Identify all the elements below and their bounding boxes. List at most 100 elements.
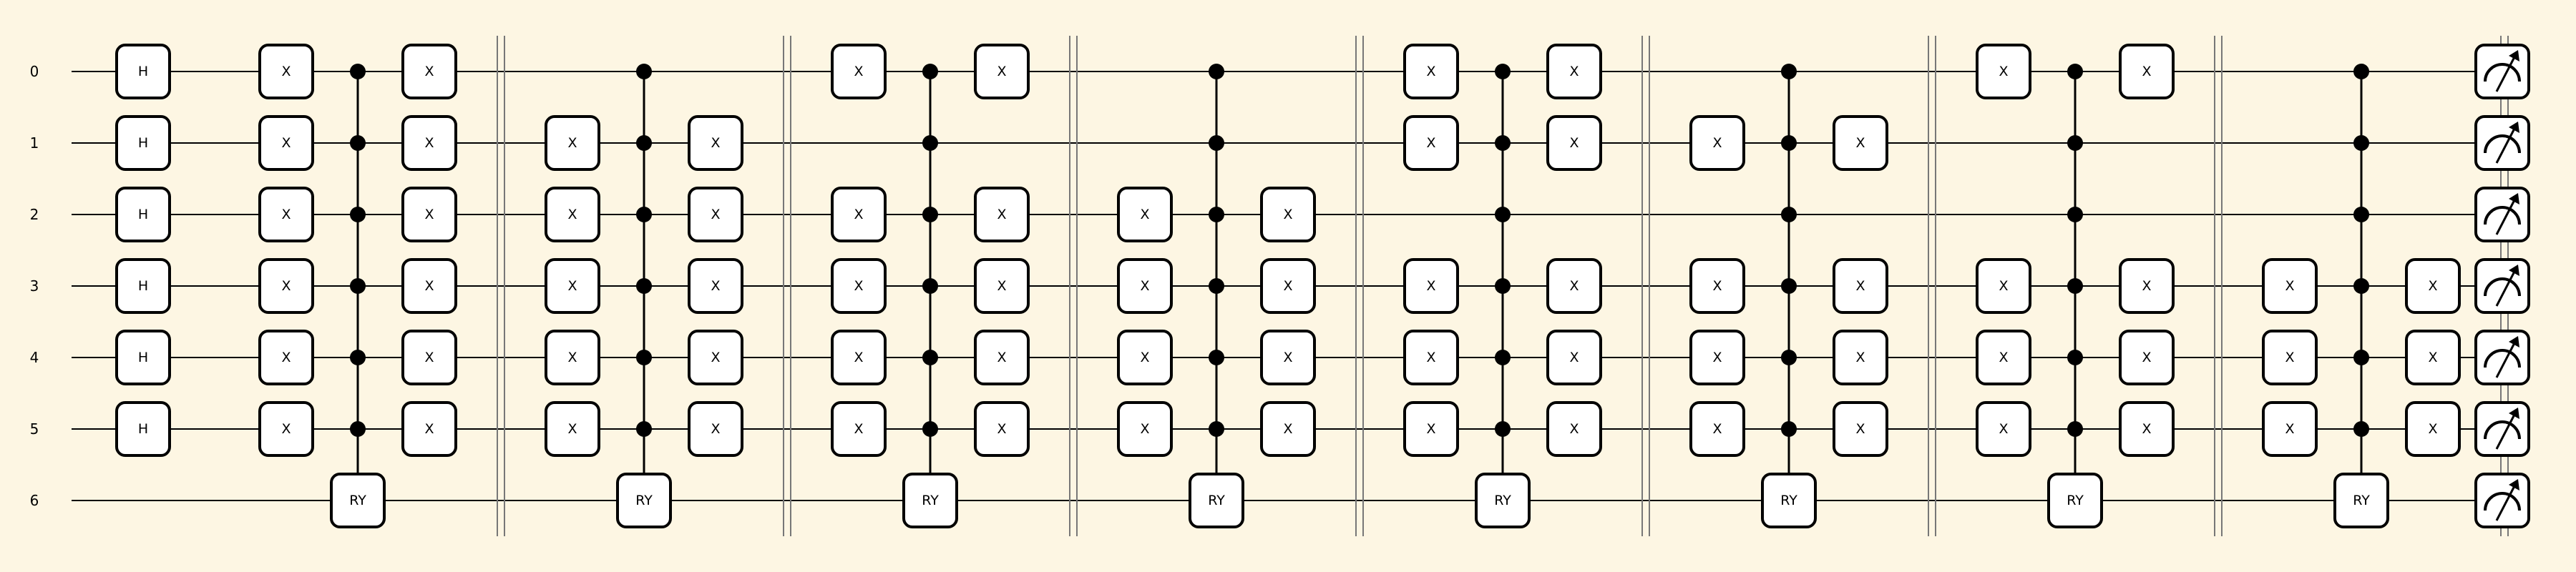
x-gate-block2-pre-wire-0: X: [831, 44, 887, 99]
x-gate-block2-pre-wire-4-label: X: [854, 350, 863, 365]
x-gate-block2-pre-wire-5: X: [831, 401, 887, 457]
x-gate-block6-post-wire-3: X: [2119, 258, 2175, 314]
x-gate-block4-post-wire-5-label: X: [1569, 421, 1579, 437]
control-dot-block4-wire-5: [1495, 421, 1511, 437]
control-dot-block6-wire-3: [2067, 278, 2083, 294]
x-gate-block0-pre-wire-0: X: [258, 44, 314, 99]
x-gate-block0-pre-wire-2: X: [258, 187, 314, 242]
x-gate-block4-post-wire-1-label: X: [1569, 135, 1579, 151]
x-gate-block3-post-wire-4: X: [1260, 330, 1316, 385]
x-gate-block6-pre-wire-0: X: [1976, 44, 2031, 99]
x-gate-block4-pre-wire-5-label: X: [1426, 421, 1435, 437]
ry-gate-block-3: RY: [1189, 473, 1244, 528]
h-gate-wire-4: H: [115, 330, 171, 385]
x-gate-block2-pre-wire-3: X: [831, 258, 887, 314]
h-gate-wire-0: H: [115, 44, 171, 99]
x-gate-block1-pre-wire-4-label: X: [567, 350, 577, 365]
measure-box-wire-3: [2474, 258, 2530, 314]
x-gate-block6-post-wire-5: X: [2119, 401, 2175, 457]
control-dot-block6-wire-0: [2067, 64, 2083, 79]
x-gate-block3-pre-wire-4-label: X: [1140, 350, 1149, 365]
x-gate-block0-post-wire-2: X: [401, 187, 457, 242]
control-dot-block6-wire-2: [2067, 207, 2083, 222]
x-gate-block7-post-wire-4-label: X: [2428, 350, 2437, 365]
x-gate-block0-pre-wire-5-label: X: [281, 421, 291, 437]
x-gate-block3-post-wire-3-label: X: [1283, 278, 1292, 294]
x-gate-block3-post-wire-5: X: [1260, 401, 1316, 457]
x-gate-block2-post-wire-2: X: [974, 187, 1030, 242]
x-gate-block0-pre-wire-5: X: [258, 401, 314, 457]
measure-meter-icon: [2484, 265, 2521, 307]
h-gate-wire-3: H: [115, 258, 171, 314]
x-gate-block6-post-wire-5-label: X: [2142, 421, 2151, 437]
x-gate-block0-post-wire-1-label: X: [424, 135, 434, 151]
x-gate-block4-post-wire-1: X: [1546, 115, 1602, 171]
x-gate-block5-pre-wire-1: X: [1689, 115, 1745, 171]
x-gate-block0-pre-wire-0-label: X: [281, 64, 291, 79]
ry-gate-block-4: RY: [1475, 473, 1531, 528]
x-gate-block0-pre-wire-4-label: X: [281, 350, 291, 365]
x-gate-block2-post-wire-3-label: X: [997, 278, 1006, 294]
x-gate-block1-post-wire-5: X: [688, 401, 743, 457]
control-dot-block7-wire-5: [2353, 421, 2369, 437]
control-dot-block4-wire-0: [1495, 64, 1511, 79]
x-gate-block2-pre-wire-2: X: [831, 187, 887, 242]
control-dot-block1-wire-1: [636, 135, 652, 151]
x-gate-block5-pre-wire-5-label: X: [1712, 421, 1722, 437]
x-gate-block2-pre-wire-2-label: X: [854, 207, 863, 222]
measure-meter-icon: [2484, 408, 2521, 450]
x-gate-block5-post-wire-5-label: X: [1855, 421, 1865, 437]
ry-gate-block-1-label: RY: [635, 493, 653, 508]
h-gate-wire-2-label: H: [138, 207, 148, 222]
x-gate-block0-post-wire-1: X: [401, 115, 457, 171]
wire-label-6: 6: [30, 492, 39, 509]
x-gate-block4-pre-wire-0-label: X: [1426, 64, 1435, 79]
x-gate-block0-pre-wire-3-label: X: [281, 278, 291, 294]
x-gate-block5-post-wire-1: X: [1833, 115, 1888, 171]
x-gate-block1-post-wire-2-label: X: [711, 207, 720, 222]
control-dot-block0-wire-4: [350, 350, 366, 365]
x-gate-block1-post-wire-3: X: [688, 258, 743, 314]
x-gate-block2-pre-wire-5-label: X: [854, 421, 863, 437]
measure-box-wire-2: [2474, 187, 2530, 242]
x-gate-block0-post-wire-4: X: [401, 330, 457, 385]
x-gate-block0-pre-wire-2-label: X: [281, 207, 291, 222]
x-gate-block6-pre-wire-4: X: [1976, 330, 2031, 385]
control-dot-block7-wire-2: [2353, 207, 2369, 222]
x-gate-block0-pre-wire-4: X: [258, 330, 314, 385]
control-dot-block7-wire-4: [2353, 350, 2369, 365]
x-gate-block5-pre-wire-4: X: [1689, 330, 1745, 385]
x-gate-block6-pre-wire-3: X: [1976, 258, 2031, 314]
x-gate-block1-post-wire-5-label: X: [711, 421, 720, 437]
x-gate-block6-pre-wire-3-label: X: [1999, 278, 2008, 294]
x-gate-block6-pre-wire-4-label: X: [1999, 350, 2008, 365]
control-dot-block6-wire-1: [2067, 135, 2083, 151]
control-dot-block1-wire-5: [636, 421, 652, 437]
control-dot-block2-wire-0: [922, 64, 938, 79]
x-gate-block6-post-wire-4: X: [2119, 330, 2175, 385]
x-gate-block6-post-wire-4-label: X: [2142, 350, 2151, 365]
x-gate-block1-post-wire-3-label: X: [711, 278, 720, 294]
x-gate-block0-post-wire-4-label: X: [424, 350, 434, 365]
wire-label-0: 0: [30, 63, 39, 80]
control-dot-block1-wire-0: [636, 64, 652, 79]
ry-gate-block-4-label: RY: [1494, 493, 1511, 508]
control-dot-block4-wire-1: [1495, 135, 1511, 151]
x-gate-block4-post-wire-4: X: [1546, 330, 1602, 385]
x-gate-block1-post-wire-1: X: [688, 115, 743, 171]
x-gate-block1-pre-wire-1: X: [545, 115, 600, 171]
wire-label-2: 2: [30, 206, 39, 223]
x-gate-block7-pre-wire-4-label: X: [2285, 350, 2294, 365]
ry-gate-block-7: RY: [2333, 473, 2389, 528]
x-gate-block5-pre-wire-4-label: X: [1712, 350, 1722, 365]
control-dot-block2-wire-3: [922, 278, 938, 294]
x-gate-block0-post-wire-5: X: [401, 401, 457, 457]
x-gate-block5-pre-wire-3: X: [1689, 258, 1745, 314]
x-gate-block7-post-wire-5-label: X: [2428, 421, 2437, 437]
x-gate-block2-pre-wire-0-label: X: [854, 64, 863, 79]
x-gate-block2-post-wire-5-label: X: [997, 421, 1006, 437]
x-gate-block3-pre-wire-4: X: [1117, 330, 1173, 385]
x-gate-block4-pre-wire-3: X: [1403, 258, 1459, 314]
h-gate-wire-5-label: H: [138, 421, 148, 437]
x-gate-block1-pre-wire-2: X: [545, 187, 600, 242]
